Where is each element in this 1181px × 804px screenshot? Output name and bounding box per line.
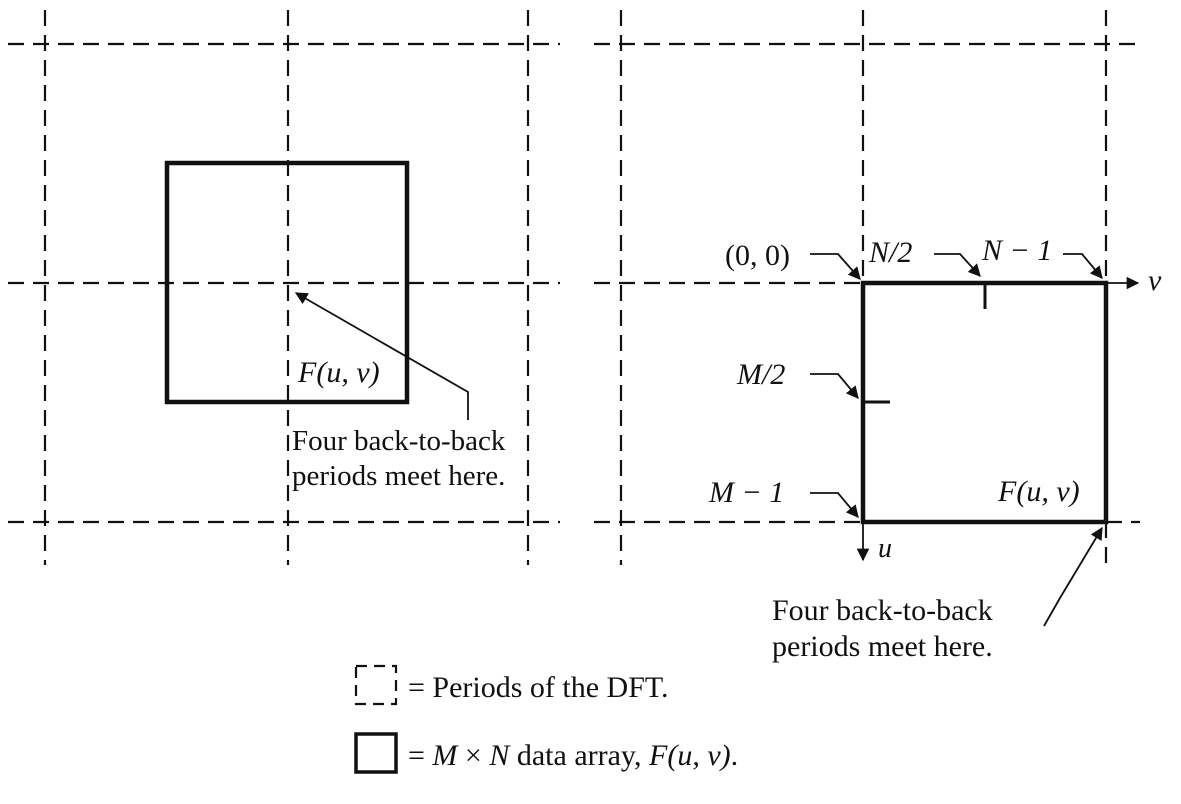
left-period-grid <box>8 10 560 565</box>
origin-leader <box>810 253 861 280</box>
left-annotation-line1: Four back-to-back <box>292 425 506 457</box>
m-minus-one-leader <box>810 492 859 518</box>
legend-array-m: M <box>431 739 459 772</box>
u-axis-label: u <box>878 533 892 564</box>
legend-array-eq: = <box>408 739 425 772</box>
legend: = Periods of the DFT. = M × N data array… <box>354 664 738 774</box>
left-annotation-line2: periods meet here. <box>292 460 505 492</box>
m-minus-one-label: M − 1 <box>708 476 784 509</box>
legend-array-n: N <box>488 739 511 772</box>
left-annotation-arrow <box>294 292 469 420</box>
right-panel: v u (0, 0) N/2 N − 1 M/2 M − 1 F(u, v) F… <box>594 10 1162 663</box>
right-annotation-arrow <box>1043 526 1103 627</box>
origin-label: (0, 0) <box>725 239 790 272</box>
legend-periods-text: = Periods of the DFT. <box>408 671 669 704</box>
right-annotation-line1: Four back-to-back <box>772 594 993 627</box>
legend-array-f: F(u, v) <box>648 739 731 772</box>
m-half-leader <box>810 373 859 399</box>
legend-periods-swatch <box>354 664 398 706</box>
legend-array-mid: data array, <box>517 739 642 772</box>
left-data-array <box>164 160 410 405</box>
legend-array-end: . <box>731 739 739 772</box>
right-annotation-line2: periods meet here. <box>772 630 993 663</box>
n-half-label: N/2 <box>868 236 912 269</box>
legend-array-swatch <box>354 732 398 774</box>
m-half-label: M/2 <box>736 358 785 391</box>
right-array-label: F(u, v) <box>997 475 1080 508</box>
v-axis-label: v <box>1148 264 1162 297</box>
n-half-leader <box>934 253 981 277</box>
left-panel: F(u, v) Four back-to-back periods meet h… <box>8 10 560 565</box>
right-period-grid <box>594 10 1140 565</box>
left-array-label: F(u, v) <box>297 356 380 389</box>
n-minus-one-label: N − 1 <box>981 234 1052 267</box>
legend-array-times: × <box>465 739 482 772</box>
n-minus-one-leader <box>1063 253 1103 279</box>
legend-array-text: = M × N data array, F(u, v). <box>408 739 738 772</box>
